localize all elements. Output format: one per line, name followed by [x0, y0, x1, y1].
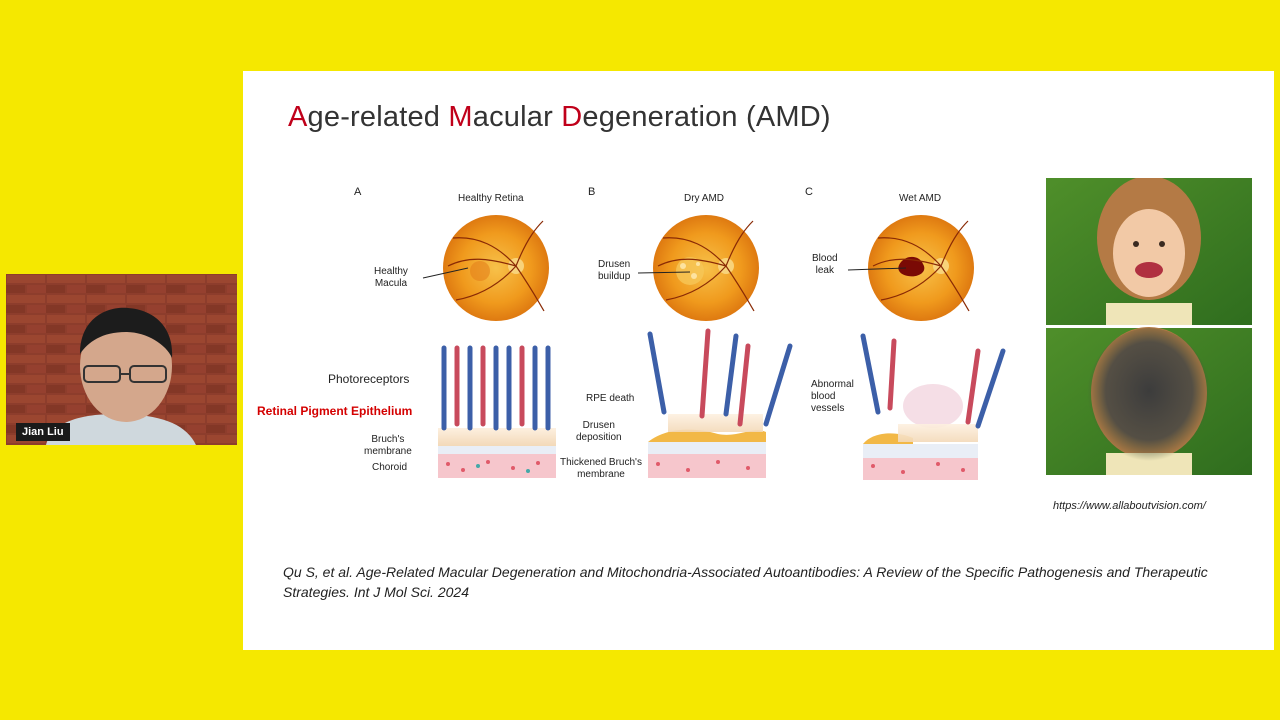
- label-line: Thickened Bruch's: [560, 457, 642, 468]
- label-photoreceptors: Photoreceptors: [328, 372, 410, 386]
- label-choroid: Choroid: [372, 462, 408, 473]
- label-line: Drusen: [582, 420, 615, 431]
- citation-text: Qu S, et al. Age-Related Macular Degener…: [283, 564, 1208, 600]
- title-part: ge-related: [307, 101, 449, 133]
- retina-layers-wet-amd: [860, 333, 1006, 480]
- photo-source-url[interactable]: https://www.allaboutvision.com/: [1053, 500, 1206, 512]
- title-part: A: [288, 101, 308, 133]
- panel-letter-c: C: [805, 186, 813, 198]
- normal-vision-photo: [1046, 176, 1252, 325]
- label-line: Bruch's: [371, 434, 405, 445]
- title-part: M: [448, 101, 473, 133]
- presenter-figure: [46, 307, 196, 445]
- label-line: blood: [811, 391, 836, 402]
- label-drusen-deposition: Drusen deposition: [576, 420, 622, 444]
- panel-title-healthy: Healthy Retina: [458, 193, 524, 204]
- amd-diagram-svg: [422, 215, 1006, 480]
- title-part: egeneration (AMD): [582, 101, 831, 133]
- participant-name-tag: Jian Liu: [16, 423, 70, 441]
- label-blood-leak: Blood leak: [812, 253, 838, 277]
- presentation-slide: Age-related Macular Degeneration (AMD): [243, 71, 1274, 650]
- label-rpe-death: RPE death: [586, 393, 635, 404]
- retina-layers-dry-amd: [647, 328, 793, 478]
- label-line: deposition: [576, 432, 622, 443]
- label-line: leak: [815, 265, 834, 276]
- label-abnormal-vessels: Abnormal blood vessels: [811, 379, 854, 415]
- vision-comparison-svg: [1046, 176, 1252, 475]
- label-thickened-bruchs: Thickened Bruch's membrane: [560, 457, 642, 481]
- label-line: buildup: [598, 271, 631, 282]
- label-rpe: Retinal Pigment Epithelium: [257, 404, 413, 418]
- label-healthy-macula: Healthy Macula: [374, 266, 408, 290]
- label-line: Drusen: [598, 259, 631, 270]
- label-line: membrane: [577, 469, 625, 480]
- retina-layers-healthy: [438, 345, 556, 478]
- vision-comparison-photos: [1046, 176, 1252, 475]
- panel-title-wet: Wet AMD: [899, 193, 942, 204]
- label-line: vessels: [811, 403, 845, 414]
- label-line: Macula: [374, 278, 408, 289]
- title-part: acular: [472, 101, 562, 133]
- title-part: D: [561, 101, 583, 133]
- label-line: Abnormal: [811, 379, 854, 390]
- label-bruchs-membrane: Bruch's membrane: [364, 434, 412, 458]
- label-line: membrane: [364, 446, 412, 457]
- fundus-wet-amd: [868, 215, 974, 321]
- fundus-healthy: [443, 215, 549, 321]
- fundus-dry-amd: [653, 215, 759, 321]
- amd-diagram-figure: A Healthy Retina B Dry AMD C Wet AMD Hea…: [257, 176, 1038, 496]
- panel-letter-b: B: [588, 186, 596, 198]
- label-drusen-buildup: Drusen buildup: [598, 259, 630, 283]
- webcam-video-svg: [6, 274, 237, 445]
- amd-vision-photo: [1046, 327, 1252, 475]
- slide-title: Age-related Macular Degeneration (AMD): [288, 101, 831, 134]
- label-line: Healthy: [374, 266, 408, 277]
- label-line: Blood: [812, 253, 838, 264]
- webcam-video-tile[interactable]: Jian Liu: [6, 274, 237, 445]
- panel-title-dry: Dry AMD: [684, 193, 724, 204]
- panel-letter-a: A: [354, 186, 362, 198]
